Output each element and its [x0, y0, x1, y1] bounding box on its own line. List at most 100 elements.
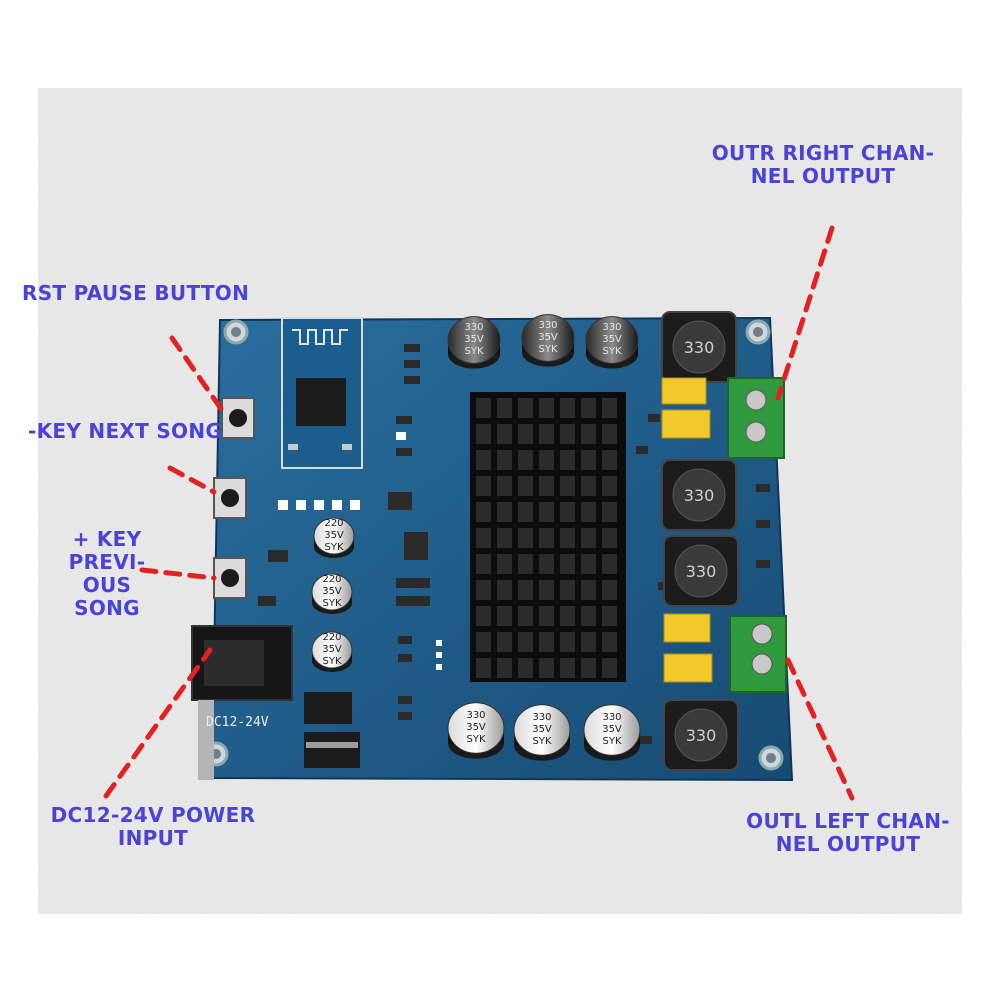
heatsink-fin	[497, 632, 512, 652]
capacitor-label: 35V	[538, 332, 558, 343]
label-key-next-line1: -KEY NEXT SONG	[28, 419, 223, 443]
capacitor-label: SYK	[602, 736, 621, 747]
heatsink-fin	[602, 580, 617, 600]
heatsink-fin	[539, 476, 554, 496]
capacitor-label: 330	[532, 712, 551, 723]
inductor-label: 330	[686, 562, 717, 581]
heatsink-fin	[560, 502, 575, 522]
heatsink-fin	[581, 658, 596, 678]
callout-lines	[103, 225, 855, 801]
heatsink-fin	[497, 528, 512, 548]
heatsink-fin	[560, 554, 575, 574]
heatsink-fin	[497, 554, 512, 574]
capacitor-label: SYK	[538, 344, 557, 355]
heatsink-fin	[602, 554, 617, 574]
heatsink-fin	[560, 658, 575, 678]
capacitor-label: 35V	[532, 724, 552, 735]
heatsink-fin	[560, 450, 575, 470]
heatsink-fin	[497, 398, 512, 418]
heatsink-fin	[476, 658, 491, 678]
heatsink-fin	[560, 424, 575, 444]
heatsink-fin	[497, 606, 512, 626]
heatsink-fin	[518, 632, 533, 652]
inductors: 330 330 330 330	[661, 311, 739, 771]
label-key-prev-line3: OUS	[82, 573, 132, 597]
label-key-prev-line2: PREVI-	[68, 550, 146, 574]
heatsink-fin	[518, 580, 533, 600]
right-terminal	[727, 377, 785, 459]
heatsink-fin	[581, 424, 596, 444]
bluetooth-module	[281, 317, 363, 469]
inductor-label: 330	[684, 338, 715, 357]
heatsink-fin	[497, 658, 512, 678]
heatsink-fin	[518, 450, 533, 470]
heatsink-fin	[497, 450, 512, 470]
capacitor-label: 35V	[322, 586, 342, 597]
led-row	[278, 500, 442, 670]
regulator-chips	[304, 692, 360, 768]
label-key-prev-line1: + KEY	[72, 527, 142, 551]
capacitor-label: 220	[324, 518, 343, 529]
heatsink-fin	[518, 554, 533, 574]
heatsink-fin	[581, 554, 596, 574]
heatsink-fin	[518, 606, 533, 626]
callout-power	[103, 647, 213, 799]
heatsink-fin	[602, 502, 617, 522]
heatsink-fin	[539, 632, 554, 652]
heatsink-fin	[518, 528, 533, 548]
capacitor-label: 35V	[602, 724, 622, 735]
heatsink-fin	[476, 632, 491, 652]
power-inductor: 330	[663, 699, 739, 771]
capacitors: 33035VSYK33035VSYK33035VSYK33035VSYK3303…	[311, 314, 641, 761]
heatsink-fin	[518, 424, 533, 444]
heatsink-fin	[539, 580, 554, 600]
inductor-label: 330	[684, 486, 715, 505]
capacitor-label: SYK	[322, 656, 341, 667]
capacitor-label: 330	[466, 710, 485, 721]
heatsink-fin	[476, 450, 491, 470]
capacitor-label: 330	[538, 320, 557, 331]
capacitor-label: SYK	[532, 736, 551, 747]
heatsink-fin	[602, 528, 617, 548]
label-outl-left-channel: OUTL LEFT CHAN- NEL OUTPUT	[732, 810, 964, 856]
label-rst-pause-button: RST PAUSE BUTTON	[22, 282, 249, 305]
callout-outr	[775, 225, 835, 401]
heatsink-fin	[476, 580, 491, 600]
power-inductor: 330	[663, 535, 739, 607]
label-outl-line1: OUTL LEFT CHAN-	[746, 809, 950, 833]
heatsink-fin	[518, 658, 533, 678]
left-terminal	[729, 615, 787, 693]
heatsink-fin	[581, 528, 596, 548]
inductor-label: 330	[686, 726, 717, 745]
heatsink-fin	[497, 476, 512, 496]
heatsink	[470, 392, 626, 682]
label-rst-line1: RST PAUSE BUTTON	[22, 281, 250, 305]
label-outr-line1: OUTR RIGHT CHAN-	[711, 141, 935, 165]
rst-button	[221, 397, 255, 439]
heatsink-fin	[539, 528, 554, 548]
heatsink-fin	[539, 398, 554, 418]
heatsink-fin	[581, 606, 596, 626]
heatsink-fin	[581, 450, 596, 470]
capacitor-label: 35V	[602, 334, 622, 345]
heatsink-fin	[560, 606, 575, 626]
heatsink-fin	[497, 424, 512, 444]
callout-key-prev	[139, 567, 217, 581]
heatsink-fin	[476, 554, 491, 574]
heatsink-fin	[539, 450, 554, 470]
heatsink-fin	[581, 580, 596, 600]
heatsink-fin	[602, 424, 617, 444]
heatsink-fin	[581, 398, 596, 418]
heatsink-fin	[476, 476, 491, 496]
heatsink-fin	[602, 632, 617, 652]
heatsink-fin	[560, 632, 575, 652]
capacitor-label: SYK	[322, 598, 341, 609]
capacitor-label: 330	[602, 322, 621, 333]
label-key-previous-song: + KEY PREVI- OUS SONG	[62, 528, 152, 620]
